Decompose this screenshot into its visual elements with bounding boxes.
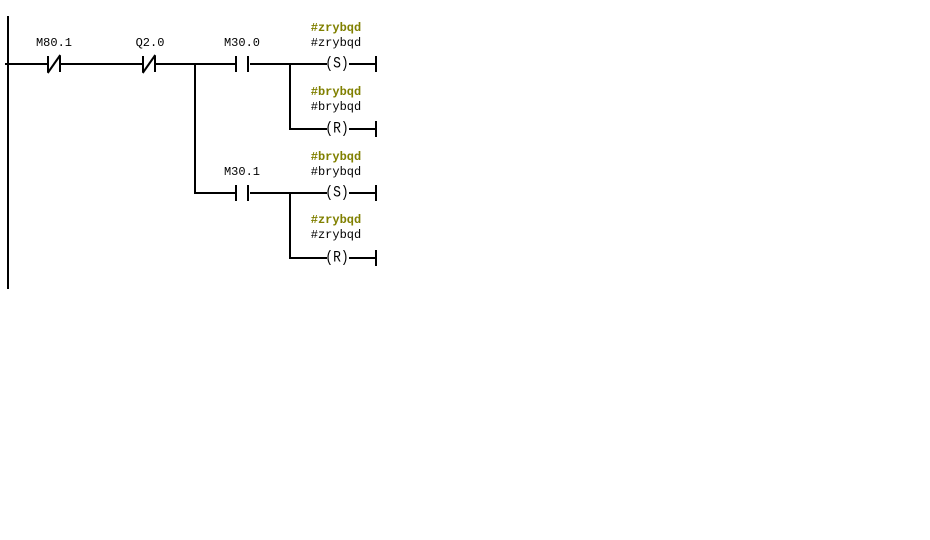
power-rail-left bbox=[7, 16, 9, 289]
coil-reset-brybqd-symbol[interactable]: (R) bbox=[325, 119, 349, 138]
coil-set-zrybqd-symbol-label[interactable]: #zrybqd bbox=[310, 21, 362, 35]
coil-reset-zrybqd-symbol[interactable]: (R) bbox=[325, 248, 349, 267]
branch-wire-rung1-coils bbox=[289, 63, 291, 130]
contact-bar bbox=[235, 185, 237, 201]
coil-reset-brybqd-operand-label[interactable]: #brybqd bbox=[310, 100, 362, 114]
coil-set-brybqd-symbol-label[interactable]: #brybqd bbox=[310, 150, 362, 164]
coil4-right-rail-tick bbox=[375, 250, 377, 266]
contact-q2-0-label[interactable]: Q2.0 bbox=[135, 36, 165, 50]
contact-bar bbox=[47, 56, 49, 72]
rung2-wire-c bbox=[349, 192, 376, 194]
branch-wire-down-to-rung2 bbox=[194, 63, 196, 194]
coil4-wire-a bbox=[289, 257, 327, 259]
contact-bar bbox=[59, 56, 61, 72]
contact-m80-1-label[interactable]: M80.1 bbox=[35, 36, 72, 50]
contact-m80-1-nc-symbol[interactable] bbox=[46, 53, 62, 75]
rung2-wire-b bbox=[250, 192, 327, 194]
rung1-wire-d bbox=[250, 63, 327, 65]
contact-bar bbox=[142, 56, 144, 72]
contact-m30-1-no-symbol[interactable] bbox=[235, 182, 249, 204]
coil-set-zrybqd-symbol[interactable]: (S) bbox=[325, 54, 349, 73]
coil-reset-zrybqd-operand-label[interactable]: #zrybqd bbox=[310, 228, 362, 242]
contact-q2-0-nc-symbol[interactable] bbox=[141, 53, 157, 75]
coil2-right-rail-tick bbox=[375, 121, 377, 137]
coil4-wire-b bbox=[349, 257, 376, 259]
coil2-wire-b bbox=[349, 128, 376, 130]
contact-bar bbox=[154, 56, 156, 72]
coil-reset-zrybqd-symbol-label[interactable]: #zrybqd bbox=[310, 213, 362, 227]
contact-m30-0-no-symbol[interactable] bbox=[235, 53, 249, 75]
branch-wire-rung2-coils bbox=[289, 192, 291, 259]
coil-set-zrybqd-operand-label[interactable]: #zrybqd bbox=[310, 36, 362, 50]
contact-m30-1-label[interactable]: M30.1 bbox=[223, 165, 260, 179]
rung1-wire-b bbox=[61, 63, 142, 65]
coil-reset-brybqd-symbol-label[interactable]: #brybqd bbox=[310, 85, 362, 99]
coil-set-brybqd-operand-label[interactable]: #brybqd bbox=[310, 165, 362, 179]
contact-bar bbox=[247, 185, 249, 201]
rung2-wire-a bbox=[194, 192, 235, 194]
coil-set-brybqd-symbol[interactable]: (S) bbox=[325, 183, 349, 202]
coil2-wire-a bbox=[289, 128, 327, 130]
contact-m30-0-label[interactable]: M30.0 bbox=[223, 36, 260, 50]
rung1-wire-e bbox=[349, 63, 376, 65]
rung2-right-rail-tick bbox=[375, 185, 377, 201]
rung1-wire-a bbox=[5, 63, 47, 65]
rung1-right-rail-tick bbox=[375, 56, 377, 72]
contact-bar bbox=[235, 56, 237, 72]
contact-bar bbox=[247, 56, 249, 72]
